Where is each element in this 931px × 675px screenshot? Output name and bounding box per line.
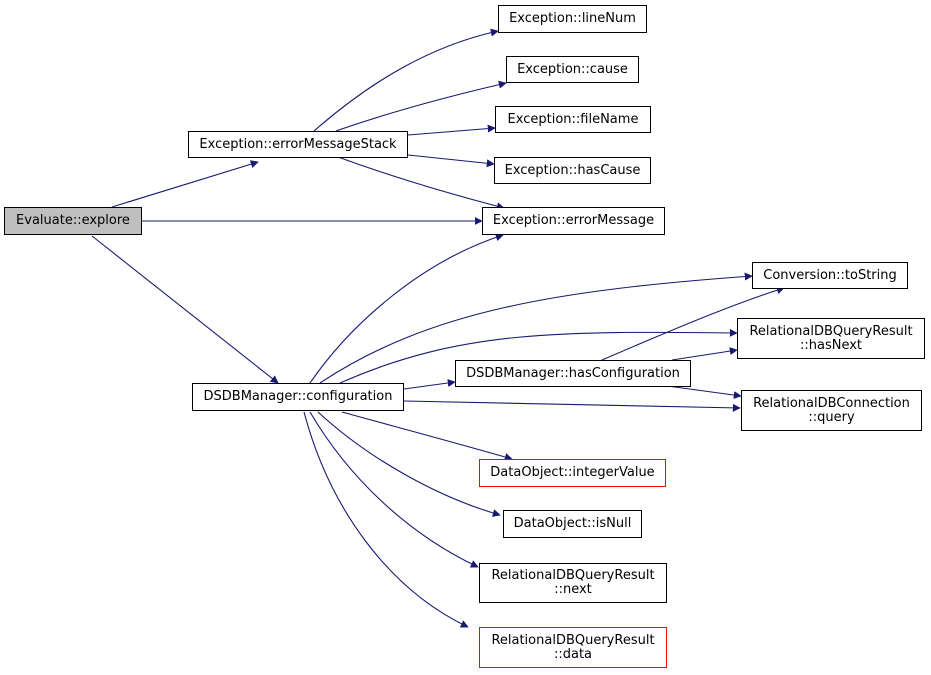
node-exception-errormessage[interactable]: Exception::errorMessage xyxy=(482,207,665,235)
edge-errormessagestack-to-linenum xyxy=(313,28,499,132)
node-relationaldbqueryresult-next[interactable]: RelationalDBQueryResult ::next xyxy=(479,563,667,603)
edge-errormessagestack-to-cause xyxy=(335,80,507,132)
edge-configuration-to-hasconfiguration xyxy=(403,379,456,390)
edge-errormessagestack-to-hascause xyxy=(407,154,495,168)
node-dataobject-integervalue[interactable]: DataObject::integerValue xyxy=(479,459,666,487)
edge-explore-to-configuration xyxy=(91,235,279,384)
node-evaluate-explore: Evaluate::explore xyxy=(4,207,142,235)
node-exception-linenum[interactable]: Exception::lineNum xyxy=(498,5,647,33)
edge-configuration-to-integervalue xyxy=(341,411,513,461)
edge-explore-to-errormessagestack xyxy=(111,160,259,208)
node-dataobject-isnull[interactable]: DataObject::isNull xyxy=(503,510,642,538)
edge-configuration-to-data xyxy=(303,411,469,628)
edge-hasconfiguration-to-tostring xyxy=(601,286,785,361)
node-exception-filename[interactable]: Exception::fileName xyxy=(495,106,651,133)
edge-configuration-to-query xyxy=(403,400,741,412)
edge-configuration-to-hasnext xyxy=(339,328,738,384)
edge-configuration-to-tostring xyxy=(319,272,753,384)
node-conversion-tostring[interactable]: Conversion::toString xyxy=(752,262,908,289)
edge-errormessagestack-to-errormessage xyxy=(337,156,505,211)
edge-configuration-to-isnull xyxy=(317,411,501,517)
node-dsdbmanager-hasconfiguration[interactable]: DSDBManager::hasConfiguration xyxy=(455,360,691,387)
node-exception-cause[interactable]: Exception::cause xyxy=(506,56,639,83)
node-relationaldbqueryresult-data[interactable]: RelationalDBQueryResult ::data xyxy=(479,627,667,668)
node-dsdbmanager-configuration[interactable]: DSDBManager::configuration xyxy=(192,383,404,411)
node-exception-errormessagestack[interactable]: Exception::errorMessageStack xyxy=(188,131,408,158)
edge-errormessagestack-to-filename xyxy=(407,124,496,136)
edge-configuration-to-next xyxy=(309,411,479,568)
edge-configuration-to-errormessage xyxy=(309,233,504,384)
node-relationaldbqueryresult-hasnext[interactable]: RelationalDBQueryResult ::hasNext xyxy=(737,318,925,359)
node-exception-hascause[interactable]: Exception::hasCause xyxy=(494,157,651,184)
node-relationaldbconnection-query[interactable]: RelationalDBConnection ::query xyxy=(741,390,922,431)
edge-hasconfiguration-to-hasnext xyxy=(671,347,738,361)
